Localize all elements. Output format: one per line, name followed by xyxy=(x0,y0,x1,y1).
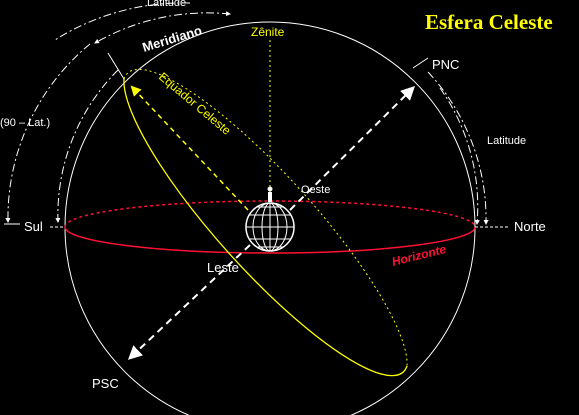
latitude-top-arc xyxy=(54,2,191,41)
title: Esfera Celeste xyxy=(425,10,553,34)
zenith-label: Zênite xyxy=(251,25,285,39)
equator-front xyxy=(123,78,408,377)
west-label: Oeste xyxy=(301,184,330,196)
latitude-top-label: Latitude xyxy=(147,0,186,9)
psc-label: PSC xyxy=(92,376,119,391)
meridian-inner-arc xyxy=(55,69,119,223)
earth-globe-icon xyxy=(245,186,295,252)
latitude-right-label: Latitude xyxy=(487,135,526,147)
equator-arrow xyxy=(130,85,249,211)
polar-axis-south xyxy=(127,244,251,360)
pnc-tick xyxy=(412,57,429,69)
pnc-label: PNC xyxy=(432,57,459,72)
meridian-tick xyxy=(107,52,125,80)
east-label: Leste xyxy=(207,260,239,275)
horizon-back xyxy=(64,200,476,228)
horizon-front xyxy=(64,226,476,254)
colatitude-arc xyxy=(5,43,91,223)
horizon-label: Horizonte xyxy=(390,242,447,269)
meridian-label: Meridiano xyxy=(140,23,203,55)
colatitude-label: (90 – Lat.) xyxy=(0,117,50,129)
north-label: Norte xyxy=(514,219,546,234)
latitude-arc-right-outer xyxy=(427,71,489,225)
polar-axis-north xyxy=(289,86,415,211)
meridian-arc-top xyxy=(94,12,231,44)
latitude-arc-right-inner xyxy=(439,87,480,225)
south-label: Sul xyxy=(24,219,43,234)
equator-label: Equador Celeste xyxy=(156,70,234,138)
